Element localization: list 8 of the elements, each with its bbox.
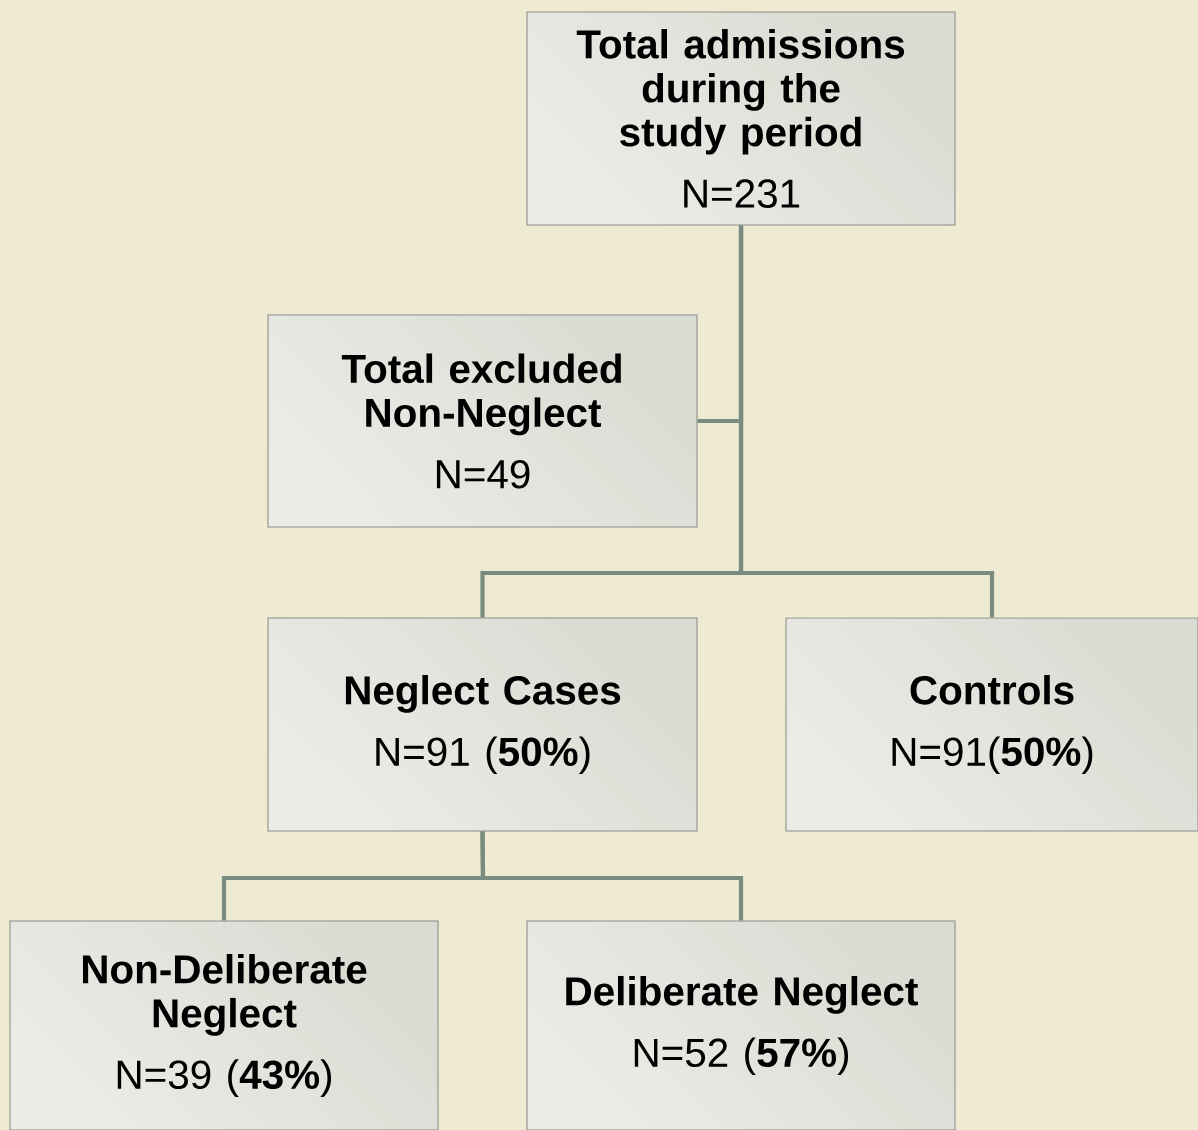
- connector-line: [480, 831, 744, 921]
- flow-box: Total admissions during the study period N=231: [526, 11, 956, 226]
- flow-box: Non-Deliberate Neglect N=39 (43%): [9, 920, 439, 1130]
- flow-box: Total excluded Non-Neglect N=49: [267, 314, 698, 528]
- flow-box: Controls N=91(50%): [785, 617, 1198, 832]
- flow-box: Deliberate Neglect N=52 (57%): [526, 920, 956, 1130]
- flow-box: Neglect Cases N=91 (50%): [267, 617, 698, 832]
- connector-line: [738, 225, 995, 618]
